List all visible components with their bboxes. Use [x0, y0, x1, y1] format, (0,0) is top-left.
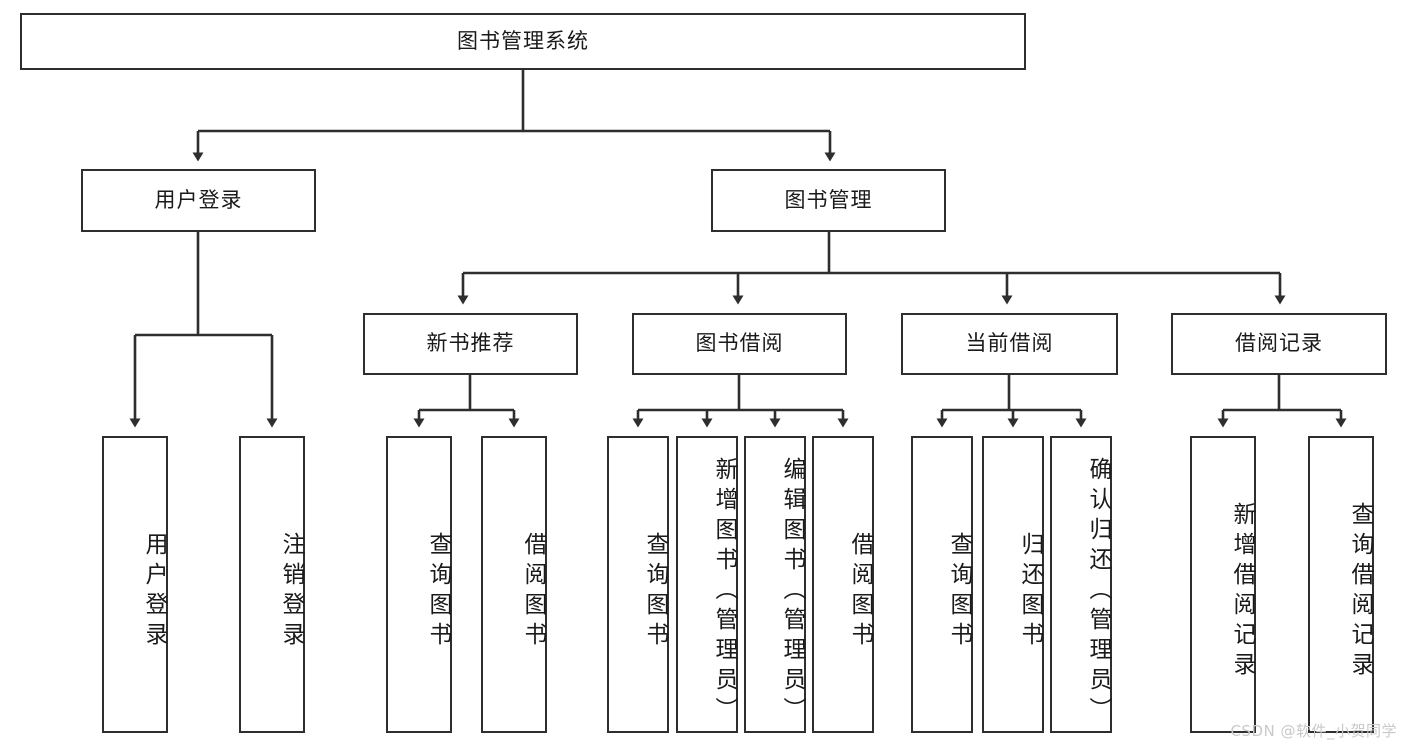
node-label: 注销登录: [278, 531, 304, 652]
node-leaf-user-login[interactable]: 用户登录: [102, 436, 168, 733]
node-label: 编辑图书（管理员）: [779, 456, 805, 727]
node-label: 借阅图书: [847, 531, 873, 652]
node-label: 图书借阅: [695, 331, 784, 356]
node-leaf-query-record[interactable]: 查询借阅记录: [1308, 436, 1374, 733]
watermark: CSDN @软件_小贺同学: [1230, 722, 1397, 740]
node-new-book-rec[interactable]: 新书推荐: [363, 313, 578, 375]
node-leaf-query-book-2[interactable]: 查询图书: [607, 436, 669, 733]
node-label: 新增图书（管理员）: [711, 456, 737, 727]
node-book-manage[interactable]: 图书管理: [711, 169, 946, 232]
node-leaf-query-book-3[interactable]: 查询图书: [911, 436, 973, 733]
node-current-borrow[interactable]: 当前借阅: [901, 313, 1118, 375]
node-label: 借阅记录: [1235, 331, 1323, 356]
node-user-login[interactable]: 用户登录: [81, 169, 316, 232]
node-root[interactable]: 图书管理系统: [20, 13, 1026, 70]
node-label: 借阅图书: [520, 531, 546, 652]
node-leaf-edit-book[interactable]: 编辑图书（管理员）: [744, 436, 806, 733]
node-label: 查询图书: [946, 531, 972, 652]
node-leaf-borrow-book-1[interactable]: 借阅图书: [481, 436, 547, 733]
node-label: 用户登录: [154, 187, 243, 212]
node-label: 图书管理系统: [457, 28, 589, 53]
node-label: 图书管理: [784, 187, 873, 212]
node-leaf-borrow-book-2[interactable]: 借阅图书: [812, 436, 874, 733]
node-leaf-return-book[interactable]: 归还图书: [982, 436, 1044, 733]
node-borrow-record[interactable]: 借阅记录: [1171, 313, 1387, 375]
node-label: 当前借阅: [965, 331, 1054, 356]
node-leaf-add-book[interactable]: 新增图书（管理员）: [676, 436, 738, 733]
node-leaf-query-book-1[interactable]: 查询图书: [386, 436, 452, 733]
node-label: 查询借阅记录: [1347, 501, 1373, 682]
node-label: 查询图书: [642, 531, 668, 652]
node-leaf-add-record[interactable]: 新增借阅记录: [1190, 436, 1256, 733]
node-label: 确认归还（管理员）: [1085, 456, 1111, 727]
node-label: 查询图书: [425, 531, 451, 652]
node-label: 归还图书: [1017, 531, 1043, 652]
node-label: 新增借阅记录: [1229, 501, 1255, 682]
node-leaf-user-logout[interactable]: 注销登录: [239, 436, 305, 733]
node-leaf-confirm-return[interactable]: 确认归还（管理员）: [1050, 436, 1112, 733]
node-label: 新书推荐: [426, 331, 515, 356]
node-book-borrow[interactable]: 图书借阅: [632, 313, 847, 375]
node-label: 用户登录: [141, 531, 167, 652]
